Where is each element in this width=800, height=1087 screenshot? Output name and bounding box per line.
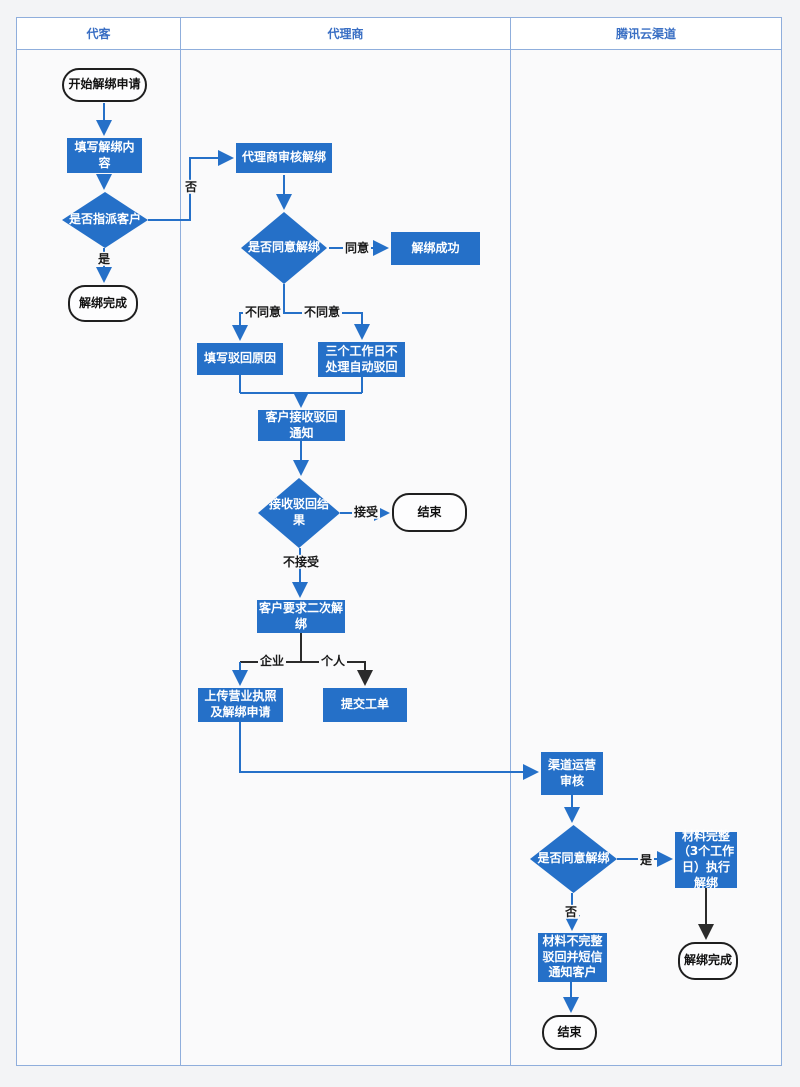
node-channel-ops-review: 渠道运营审核 bbox=[541, 752, 603, 795]
lane-header-tencent-channel: 腾讯云渠道 bbox=[511, 18, 781, 50]
edge-label-yes-assign: 是 bbox=[95, 251, 113, 267]
edge-label-not-accept: 不接受 bbox=[280, 554, 322, 570]
node-customer-receive-reject-notice: 客户接收驳回通知 bbox=[258, 410, 345, 441]
node-start-unbind-apply: 开始解绑申请 bbox=[62, 68, 147, 102]
node-fill-unbind-content: 填写解绑内容 bbox=[67, 138, 142, 173]
edge-label-disagree-right: 不同意 bbox=[301, 304, 343, 320]
lane-header-agent: 代理商 bbox=[181, 18, 510, 50]
edge-label-yes-channel: 是 bbox=[637, 852, 655, 868]
node-second-unbind-request: 客户要求二次解绑 bbox=[257, 600, 345, 633]
lane-tencent-channel: 腾讯云渠道 bbox=[511, 18, 781, 1065]
lane-body-tencent-channel bbox=[511, 50, 781, 1065]
edge-label-enterprise: 企业 bbox=[257, 653, 287, 669]
lane-agent: 代理商 bbox=[181, 18, 511, 1065]
node-unbind-success: 解绑成功 bbox=[391, 232, 480, 265]
node-upload-business-license: 上传营业执照及解绑申请 bbox=[198, 688, 283, 722]
node-unbind-complete-left: 解绑完成 bbox=[68, 285, 138, 322]
node-agent-review-unbind: 代理商审核解绑 bbox=[236, 143, 332, 173]
node-submit-ticket: 提交工单 bbox=[323, 688, 407, 722]
node-materials-complete-execute: 材料完整（3个工作日）执行解绑 bbox=[675, 829, 737, 890]
edge-label-no-assign: 否 bbox=[182, 179, 200, 195]
edge-label-personal: 个人 bbox=[318, 653, 348, 669]
node-materials-incomplete-reject: 材料不完整驳回并短信通知客户 bbox=[538, 933, 607, 982]
node-fill-reject-reason: 填写驳回原因 bbox=[197, 343, 283, 375]
edge-label-disagree-left: 不同意 bbox=[242, 304, 284, 320]
node-end-middle: 结束 bbox=[392, 493, 467, 532]
node-unbind-complete-right: 解绑完成 bbox=[678, 942, 738, 980]
edge-label-no-channel: 否 bbox=[562, 904, 580, 920]
edge-label-agree: 同意 bbox=[342, 240, 372, 256]
lane-header-daike: 代客 bbox=[17, 18, 180, 50]
node-auto-reject-3days: 三个工作日不处理自动驳回 bbox=[318, 342, 405, 377]
lane-daike: 代客 bbox=[17, 18, 181, 1065]
edge-label-accept: 接受 bbox=[351, 504, 381, 520]
node-end-channel: 结束 bbox=[542, 1015, 597, 1050]
swimlane-table: 代客 代理商 腾讯云渠道 bbox=[16, 17, 782, 1066]
lane-body-agent bbox=[181, 50, 510, 1065]
